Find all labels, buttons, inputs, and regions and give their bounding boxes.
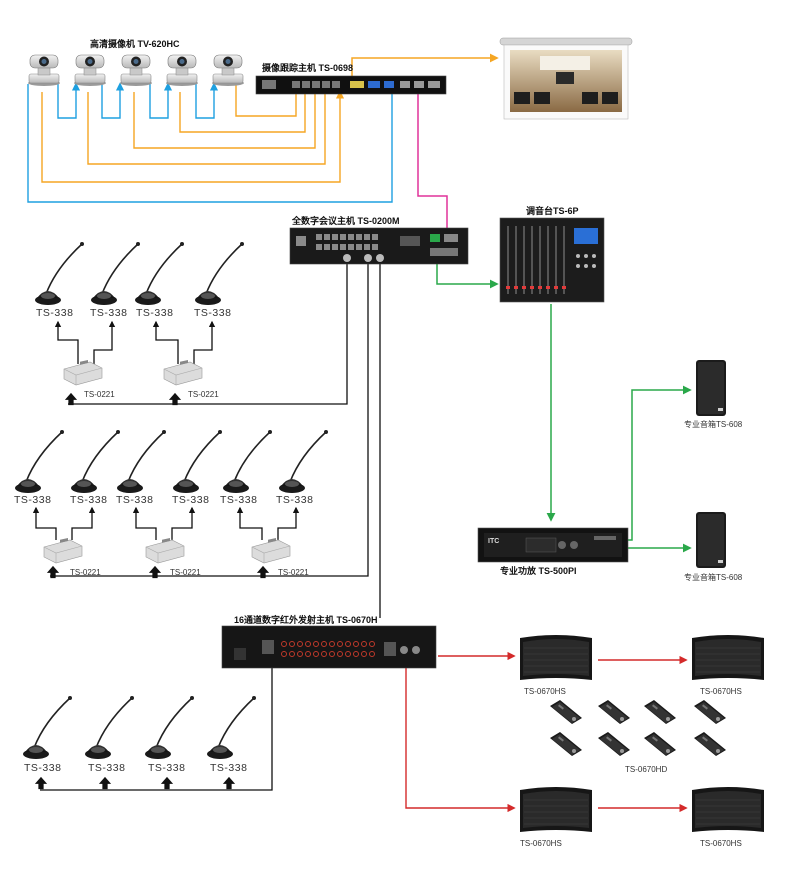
microphone-icon [206,695,257,760]
splitter-label: TS-0221 [188,390,219,399]
speaker-cabinet-icon: 专业音箱TS-608 [684,360,743,429]
tracking-host-label: 摄像跟踪主机 TS-0698 [262,62,353,73]
tracking-host: 摄像跟踪主机 TS-0698 [255,62,447,95]
camera-icon [119,54,153,86]
mixer-label: 调音台TS-6P [526,205,579,216]
splitter-label: TS-0221 [70,568,101,577]
ir-radiator-icon [519,786,593,833]
radiator-label: TS-0670HS [700,839,742,848]
microphone-icon [116,429,167,494]
ir-radiator-icon [519,634,593,681]
mic-label: TS-338 [88,762,125,774]
mic-label: TS-338 [136,307,173,319]
receiver-label: TS-0670HD [625,765,667,774]
mic-label: TS-338 [276,494,313,506]
arrow-up-icon [34,776,48,790]
arrow-up-icon [168,392,182,406]
mic-group-2: TS-338 TS-338 TS-338 TS-338 TS-338 TS-33… [14,429,329,579]
arrow-up-icon [222,776,236,790]
splitter-box-icon [145,538,185,564]
splitter-box-icon [43,538,83,564]
mic-label: TS-338 [116,494,153,506]
camera-group: 高清摄像机 TV-620HC [27,38,245,86]
splitter-label: TS-0221 [170,568,201,577]
microphone-icon [144,695,195,760]
cable-layer [27,53,692,813]
microphone-icon [134,241,185,306]
receiver-remote-icon [644,700,676,724]
amplifier-label: 专业功放 TS-500PI [500,565,577,576]
speaker-bottom-label: 专业音箱TS-608 [684,572,743,582]
splitter-box-icon [63,360,103,386]
arrow-up-icon [98,776,112,790]
mic-label: TS-338 [90,307,127,319]
mic-label: TS-338 [14,494,51,506]
mic-label: TS-338 [36,307,73,319]
microphone-icon [22,695,73,760]
splitter-label: TS-0221 [278,568,309,577]
receiver-remote-icon [550,732,582,756]
radiator-label: TS-0670HS [700,687,742,696]
camera-icon [27,54,61,86]
mic-label: TS-338 [220,494,257,506]
mic-label: TS-338 [172,494,209,506]
camera-group-label: 高清摄像机 TV-620HC [90,38,180,49]
mic-label: TS-338 [148,762,185,774]
microphone-icon [90,241,141,306]
ir-transmitter-label: 16通道数字红外发射主机 TS-0670H [234,614,378,625]
microphone-icon [70,429,121,494]
receiver-remote-icon [598,700,630,724]
splitter-label: TS-0221 [84,390,115,399]
microphone-icon [84,695,135,760]
mixer: 调音台TS-6P [499,205,605,303]
microphone-icon [194,241,245,306]
splitter-box-icon [251,538,291,564]
camera-icon [73,54,107,86]
mic-group-3: TS-338 TS-338 TS-338 TS-338 [22,695,257,790]
mic-group-1: TS-338 TS-338 TS-338 TS-338 TS-0221 TS-0… [34,241,245,406]
camera-icon [165,54,199,86]
speaker-top-label: 专业音箱TS-608 [684,419,743,429]
arrow-up-icon [64,392,78,406]
svg-text:ITC: ITC [488,538,499,545]
radiator-label: TS-0670HS [520,839,562,848]
receiver-remote-icon [694,732,726,756]
conference-host-label: 全数字会议主机 TS-0200M [291,215,400,226]
speaker-cabinet-icon: 专业音箱TS-608 [684,512,743,582]
receiver-group: TS-0670HD [550,700,726,774]
microphone-icon [34,241,85,306]
amplifier: ITC 专业功放 TS-500PI [477,527,629,576]
camera-icon [211,54,245,86]
ir-transmitter: 16通道数字红外发射主机 TS-0670H [221,614,437,669]
receiver-remote-icon [644,732,676,756]
receiver-remote-icon [550,700,582,724]
mic-label: TS-338 [210,762,247,774]
receiver-remote-icon [694,700,726,724]
ir-radiator-icon [691,786,765,833]
arrow-up-icon [160,776,174,790]
microphone-icon [278,429,329,494]
mic-label: TS-338 [194,307,231,319]
conference-host: 全数字会议主机 TS-0200M [289,215,469,265]
microphone-icon [172,429,223,494]
microphone-icon [222,429,273,494]
mic-label: TS-338 [24,762,61,774]
mic-label: TS-338 [70,494,107,506]
projector-screen-icon [499,37,633,120]
receiver-remote-icon [598,732,630,756]
ir-radiator-icon [691,634,765,681]
ir-radiator-group: TS-0670HS TS-0670HS TS-0670HS TS-0670HS [519,634,765,848]
splitter-box-icon [163,360,203,386]
radiator-label: TS-0670HS [524,687,566,696]
microphone-icon [14,429,65,494]
